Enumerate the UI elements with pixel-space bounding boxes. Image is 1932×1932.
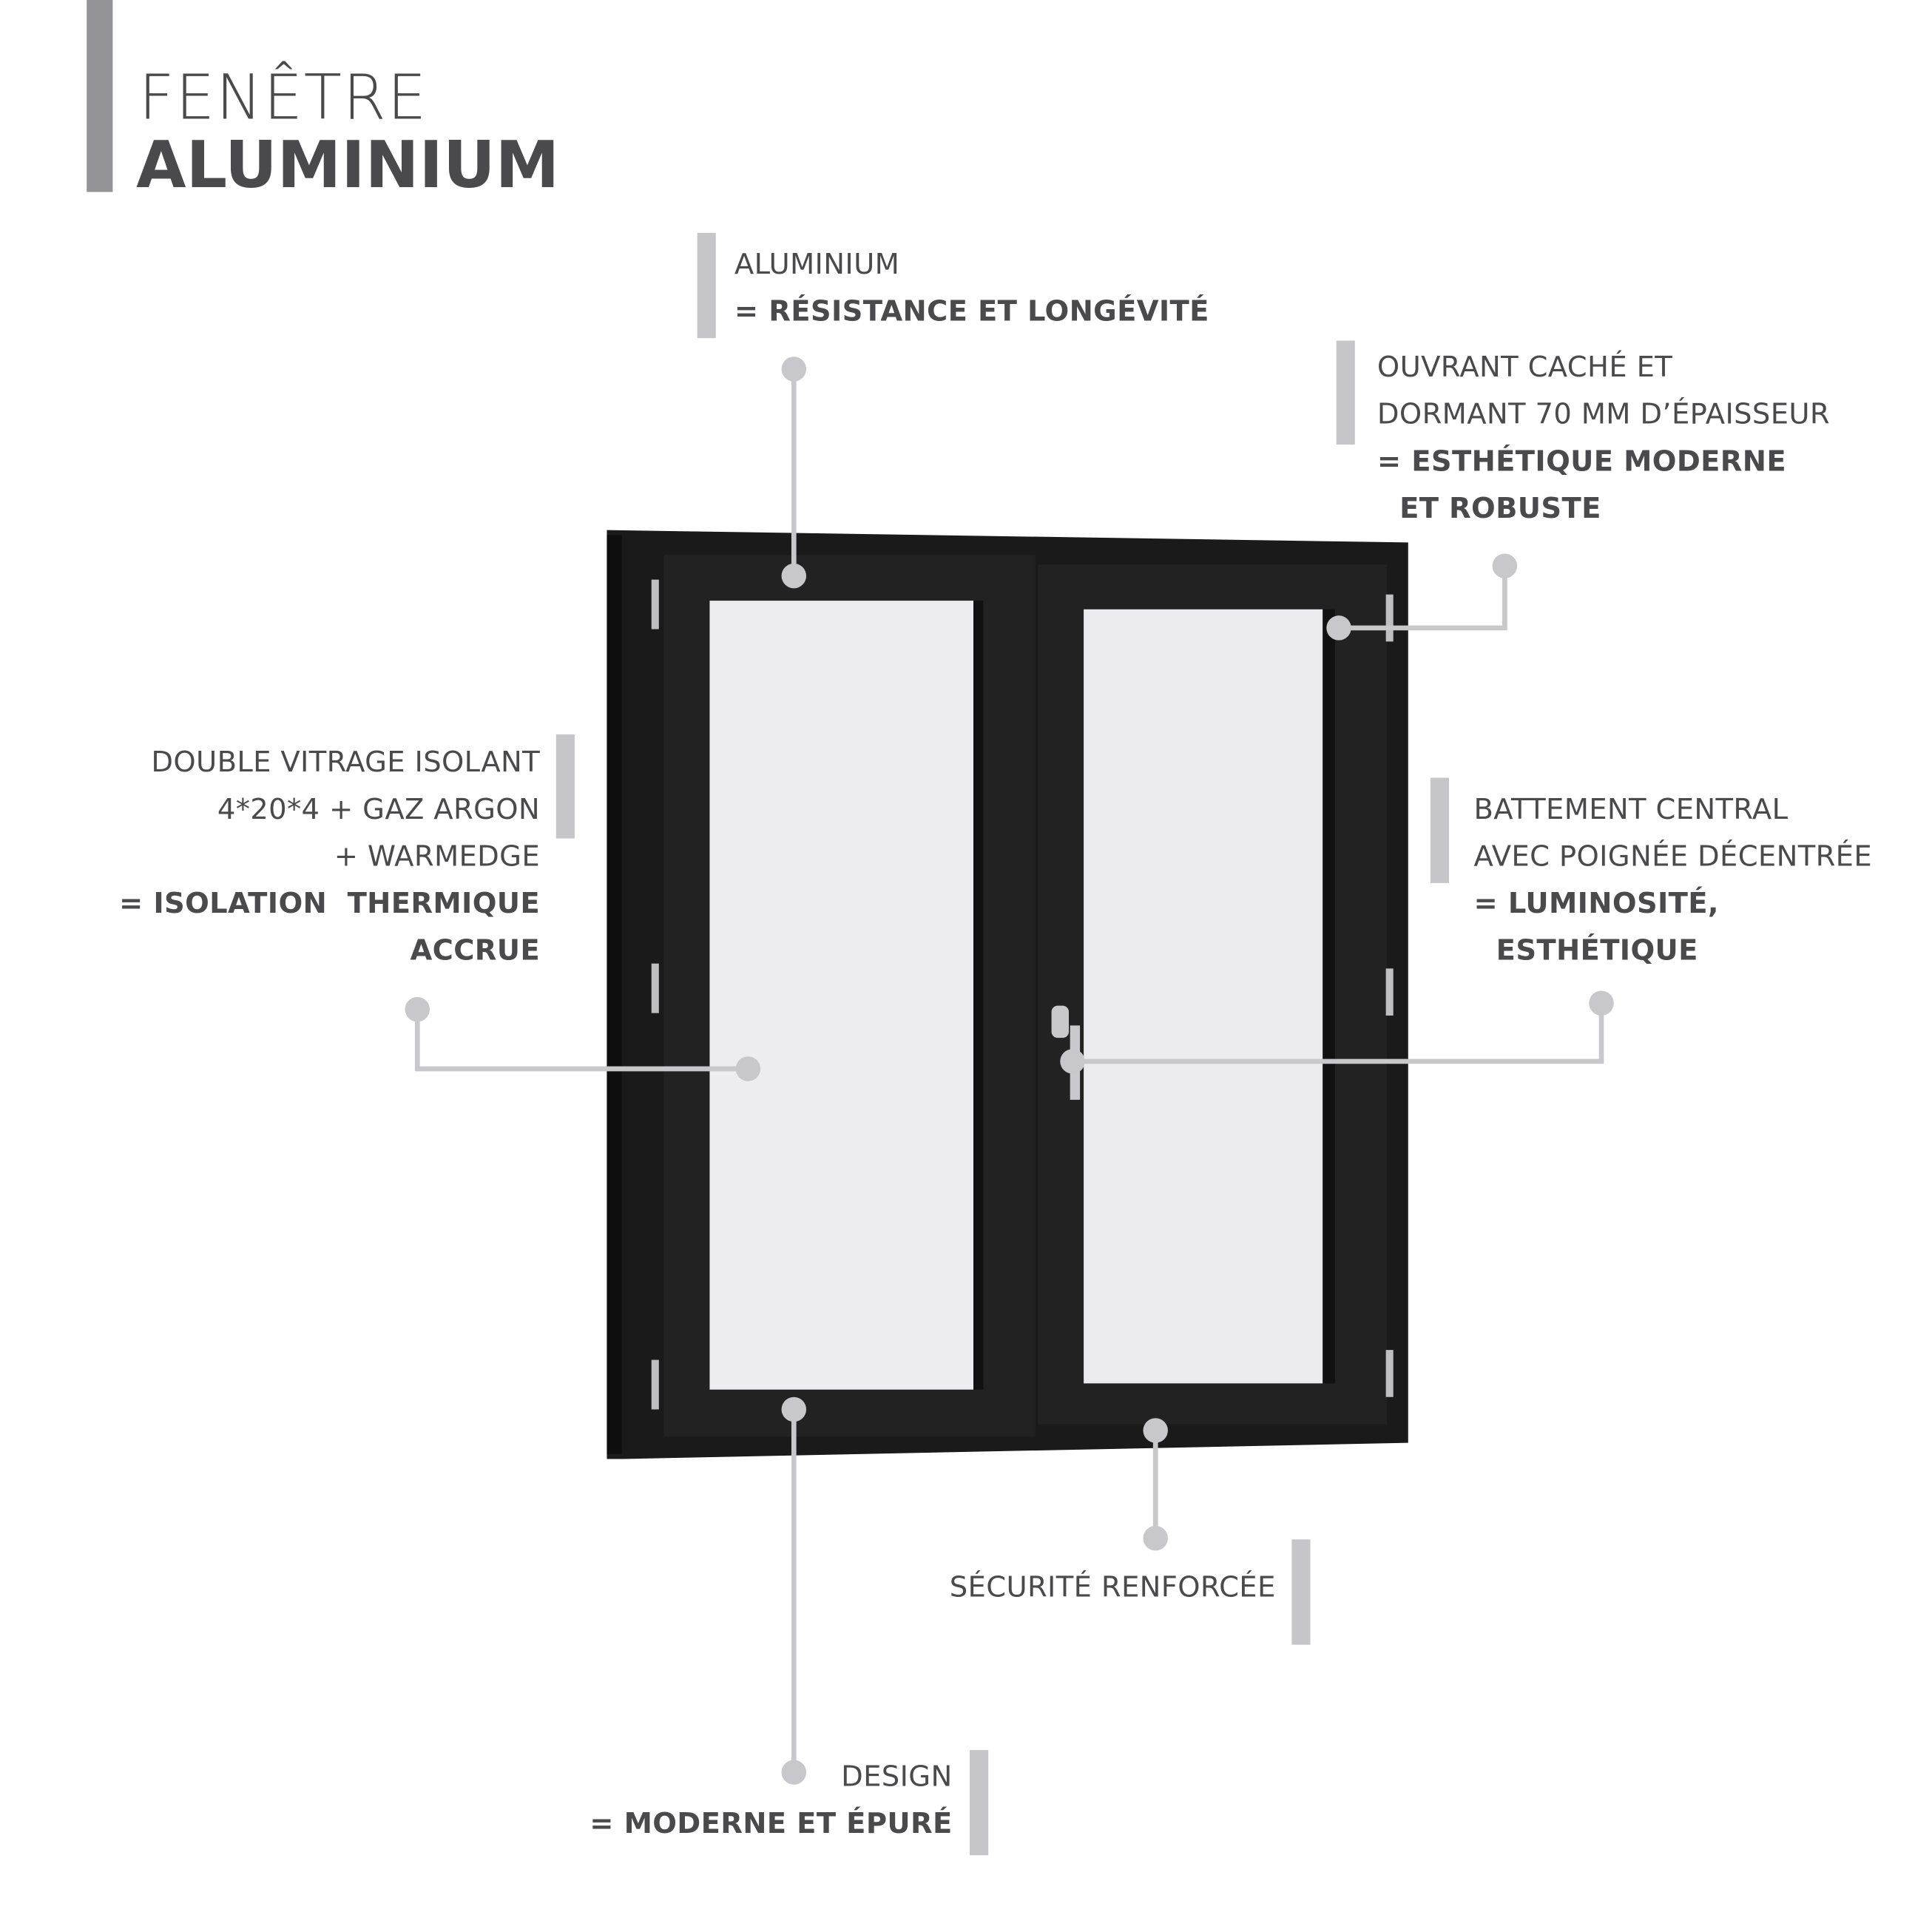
callout-dots: [405, 357, 1614, 1785]
title-line2: ALUMINIUM: [136, 129, 560, 203]
callout-bar-aluminium: [697, 232, 716, 339]
callout-bar-vitrage: [555, 734, 575, 839]
callout-battement: BATTEMENT CENTRAL AVEC POIGNÉE DÉCENTRÉE…: [1474, 786, 1872, 975]
callout-ouvrant-line3: = ESTHÉTIQUE MODERNE: [1377, 445, 1787, 479]
callout-aluminium: ALUMINIUM = RÉSISTANCE ET LONGÉVITÉ: [734, 242, 1209, 336]
callout-vitrage-line4: = ISOLATION THERMIQUE: [119, 888, 541, 921]
callout-ouvrant-line1: OUVRANT CACHÉ ET: [1377, 351, 1673, 385]
callout-design-line1: DESIGN: [841, 1760, 953, 1794]
callout-design: DESIGN = MODERNE ET ÉPURÉ: [590, 1754, 952, 1848]
callout-design-line2: = MODERNE ET ÉPURÉ: [590, 1808, 953, 1841]
callout-ouvrant-line4: ET ROBUSTE: [1399, 493, 1601, 525]
callout-vitrage: DOUBLE VITRAGE ISOLANT 4*20*4 + GAZ ARGO…: [119, 740, 540, 975]
callout-ouvrant-line2: DORMANT 70 MM D’ÉPAISSEUR: [1377, 399, 1831, 431]
callout-bar-battement: [1430, 777, 1450, 883]
callout-securite: SÉCURITÉ RENFORCÉE: [950, 1564, 1276, 1612]
callout-aluminium-line1: ALUMINIUM: [734, 249, 900, 282]
title-line1: FENÊTRE: [138, 61, 428, 134]
frame-left-edge: [607, 535, 622, 1454]
callout-battement-line4: ESTHÉTIQUE: [1496, 935, 1698, 967]
callout-vitrage-line1: DOUBLE VITRAGE ISOLANT: [151, 746, 541, 780]
callout-vitrage-line5: ACCRUE: [410, 935, 541, 967]
callout-bar-ouvrant: [1336, 340, 1355, 445]
callout-vitrage-line3: + WARMEDGE: [334, 840, 541, 874]
callout-lines: [414, 368, 1604, 1773]
callout-vitrage-line2: 4*20*4 + GAZ ARGON: [217, 794, 541, 826]
callout-bar-securite: [1291, 1539, 1311, 1645]
callout-ouvrant: OUVRANT CACHÉ ET DORMANT 70 MM D’ÉPAISSE…: [1377, 344, 1830, 533]
hinge-icons: [651, 579, 1394, 1410]
title-accent-bar: [87, 0, 113, 192]
callout-aluminium-line2: = RÉSISTANCE ET LONGÉVITÉ: [734, 296, 1209, 328]
callout-battement-line2: AVEC POIGNÉE DÉCENTRÉE: [1473, 840, 1873, 874]
callout-battement-line1: BATTEMENT CENTRAL: [1473, 794, 1789, 826]
left-glass: [709, 601, 974, 1390]
callout-securite-line1: SÉCURITÉ RENFORCÉE: [949, 1571, 1276, 1604]
callout-bar-design: [970, 1749, 989, 1856]
callout-battement-line3: = LUMINOSITÉ,: [1473, 888, 1719, 921]
right-glass: [1084, 609, 1323, 1384]
